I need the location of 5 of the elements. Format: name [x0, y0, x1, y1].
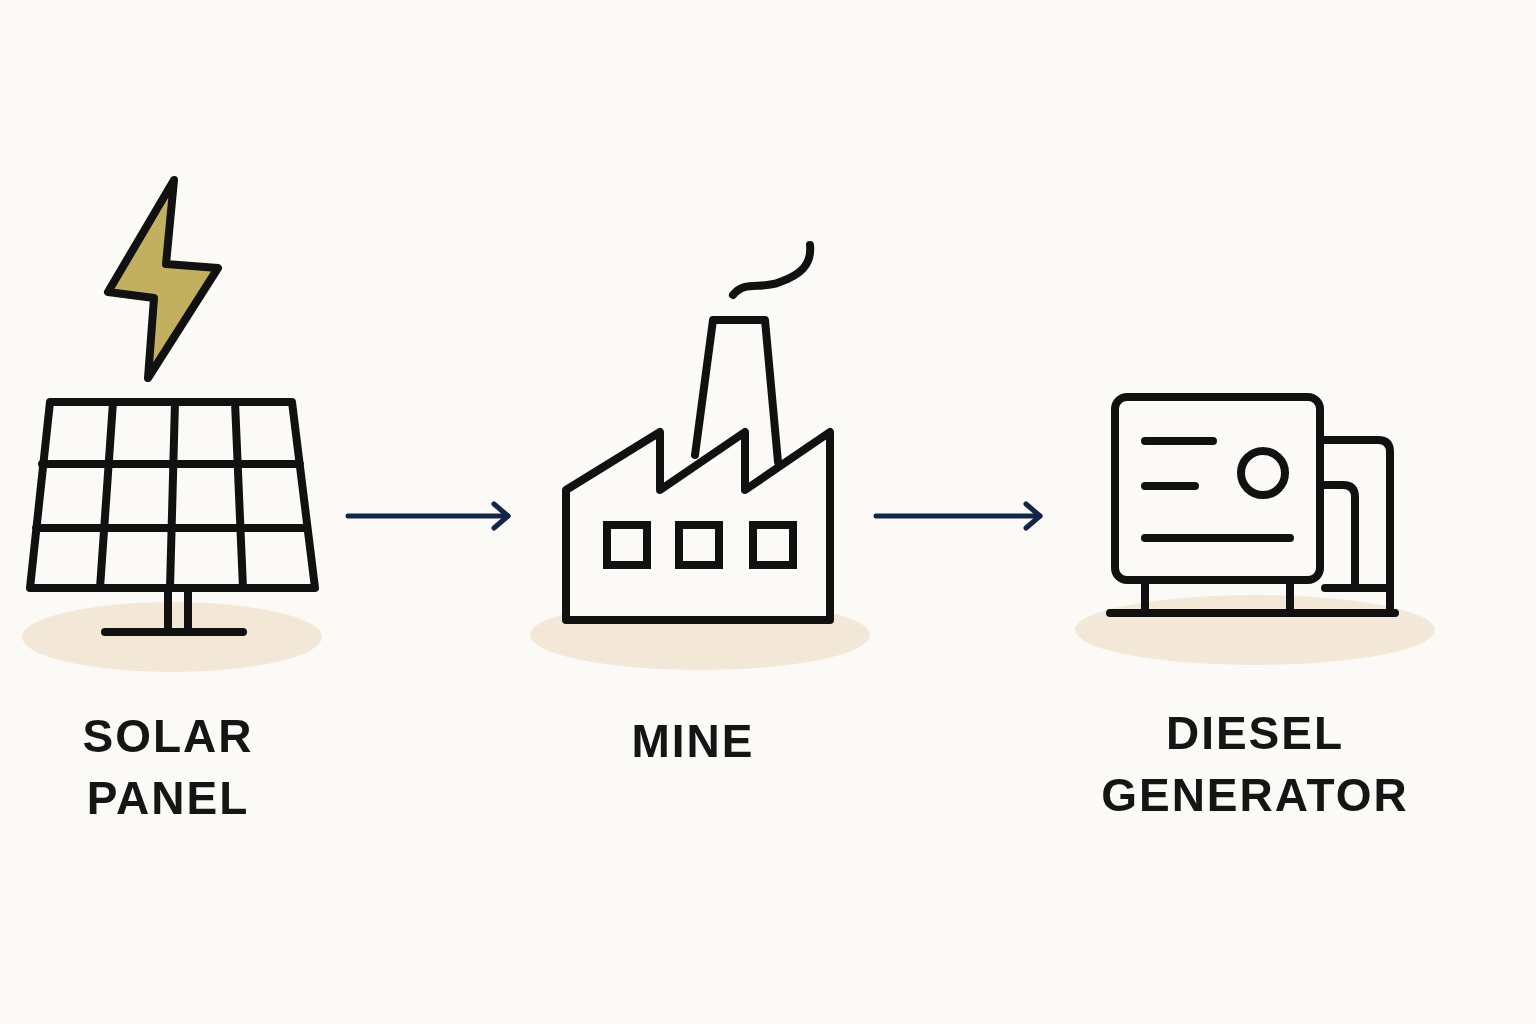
node-label: SOLAR PANEL	[81, 709, 255, 826]
arrow	[345, 501, 511, 531]
node-label: MINE	[630, 714, 756, 769]
node-label: DIESEL GENERATOR	[1100, 706, 1410, 823]
arrow	[873, 501, 1043, 531]
